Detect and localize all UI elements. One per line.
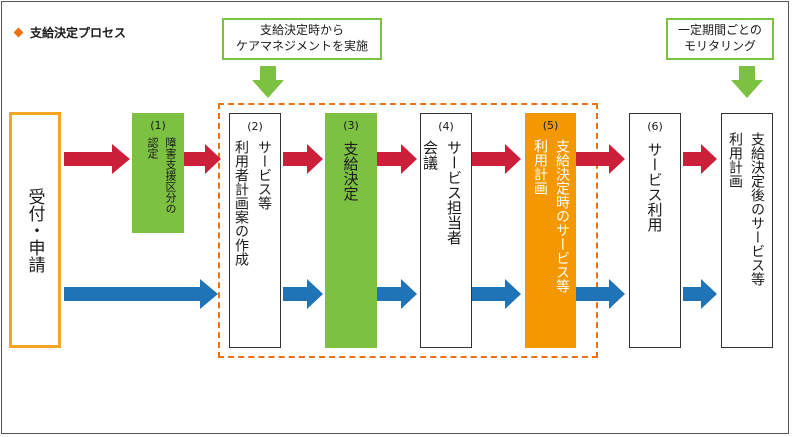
- step-6-box: (6) サービス利用: [629, 113, 681, 348]
- step-3-number: (3): [343, 119, 359, 132]
- blue-arrow-1: [64, 279, 218, 309]
- green-down-arrow-1: [252, 66, 284, 98]
- step-5-line2: 利用計画: [532, 139, 548, 195]
- step-1-number: (1): [150, 119, 166, 132]
- step-5-box: (5) 支給決定時のサービス等 利用計画: [525, 113, 576, 348]
- step-5-number: (5): [542, 119, 559, 132]
- red-arrow-3: [283, 144, 323, 174]
- note-monitoring-line1: 一定期間ごとの: [678, 23, 762, 37]
- step-intake-label: 受付・申請: [24, 187, 45, 273]
- blue-arrow-6: [683, 279, 717, 309]
- step-4-number: (4): [438, 120, 454, 133]
- blue-arrow-2: [283, 279, 323, 309]
- step-6-line1: サービス利用: [645, 142, 664, 232]
- step-3-line1: 支給決定: [341, 141, 360, 201]
- red-arrow-7: [683, 144, 717, 174]
- diagram-title: 支給決定プロセス: [12, 24, 126, 41]
- red-arrow-4: [377, 144, 417, 174]
- step-2-number: (2): [247, 120, 263, 133]
- step-4-box: (4) サービス担当者 会議: [420, 113, 472, 348]
- blue-arrow-5: [576, 279, 625, 309]
- green-down-arrow-2: [731, 66, 763, 98]
- dashed-group-border: [218, 103, 598, 358]
- step-2-box: (2) サービス等 利用者計画案の作成: [229, 113, 281, 348]
- step-7-line2: 利用計画: [727, 132, 743, 188]
- blue-arrow-4: [472, 279, 521, 309]
- note-care-management-line1: 支給決定時から: [259, 23, 344, 37]
- step-1-box: (1) 障害支援区分の 認定: [132, 113, 184, 233]
- note-care-management-line2: ケアマネジメントを実施: [235, 39, 368, 53]
- red-arrow-1: [64, 144, 130, 174]
- red-arrow-2: [184, 144, 221, 174]
- red-arrow-5: [472, 144, 521, 174]
- step-4-line1: サービス担当者: [445, 140, 463, 245]
- step-7-line1: 支給決定後のサービス等: [749, 132, 765, 286]
- step-1-line2: 認定: [146, 137, 159, 159]
- note-monitoring-line2: モリタリング: [683, 39, 756, 53]
- step-3-box: (3) 支給決定: [325, 113, 377, 348]
- note-monitoring: 一定期間ごとの モリタリング: [666, 18, 774, 60]
- red-arrow-6: [576, 144, 625, 174]
- blue-arrow-3: [377, 279, 417, 309]
- step-6-number: (6): [647, 120, 663, 133]
- note-care-management: 支給決定時から ケアマネジメントを実施: [222, 18, 382, 60]
- step-intake-box: 受付・申請: [9, 112, 61, 348]
- step-4-line2: 会議: [421, 140, 439, 170]
- title-text: 支給決定プロセス: [30, 26, 127, 40]
- step-2-line2: 利用者計画案の作成: [233, 140, 249, 266]
- step-7-box: 支給決定後のサービス等 利用計画: [721, 113, 773, 348]
- step-5-line1: 支給決定時のサービス等: [554, 139, 570, 293]
- step-1-line1: 障害支援区分の: [164, 137, 177, 214]
- step-2-line1: サービス等: [256, 140, 272, 210]
